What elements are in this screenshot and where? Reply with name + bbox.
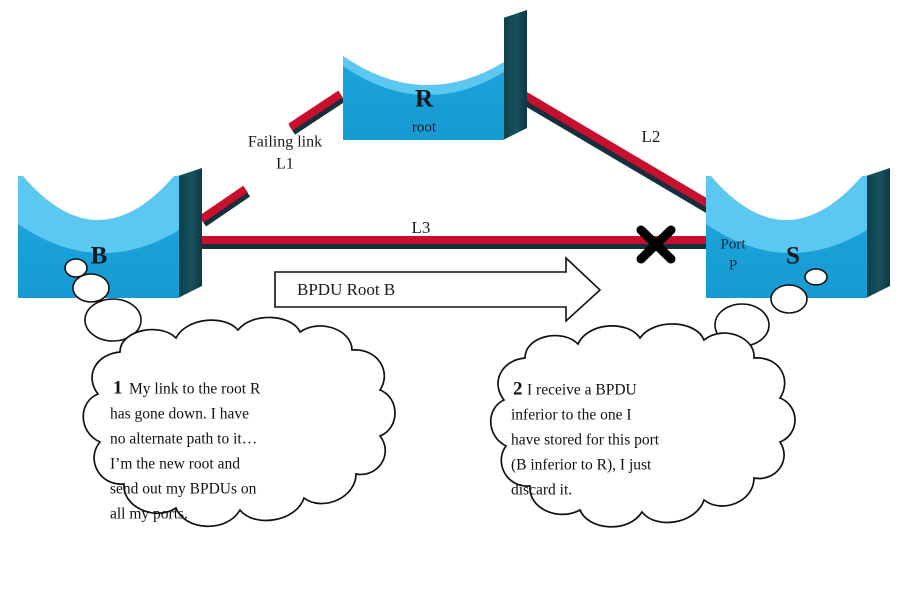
thought-cloud-B [82, 316, 396, 528]
bubble-S-line-3: have stored for this port [511, 432, 660, 449]
bpdu-arrow: BPDU Root B [274, 256, 602, 323]
bubble-S-line-4: (B inferior to R), I just [511, 457, 652, 474]
bubble-B-line-2: has gone down. I have [110, 406, 249, 423]
thought-tail-small-3-B [84, 298, 142, 342]
switch-R-subtitle: root [412, 119, 437, 135]
switch-R[interactable]: R root [343, 6, 527, 140]
switch-S-port-label-line2: P [729, 257, 737, 273]
bubble-S-number: 2 [513, 378, 523, 399]
bubble-B-line-3: no alternate path to it… [110, 431, 257, 448]
link-L3 [196, 236, 721, 249]
bubble-B-line-4: I’m the new root and [110, 456, 240, 473]
link-L1 [199, 90, 346, 227]
switch-S-name: S [786, 243, 800, 270]
link-L2 [509, 85, 727, 221]
thought-cloud-S [489, 323, 796, 528]
bubble-B-line-1: My link to the root R [129, 381, 261, 398]
thought-tail-small-1-B [64, 258, 88, 278]
link-L2-label: L2 [642, 127, 661, 146]
failing-link-label-line1: Failing link [248, 134, 322, 151]
switch-S-side-face [866, 168, 890, 298]
bpdu-arrow-label: BPDU Root B [297, 280, 395, 299]
thought-tail-small-2-S [770, 284, 808, 314]
bubble-S-line-2: inferior to the one I [511, 407, 632, 424]
switch-S-port-label-line1: Port [720, 236, 746, 252]
switch-R-side-face [503, 10, 527, 140]
bubble-S-line-5: discard it. [511, 482, 572, 499]
switch-B-side-face [178, 168, 202, 298]
thought-bubble-B: 1 My link to the root R has gone down. I… [64, 258, 396, 528]
link-L2-line [511, 85, 727, 217]
link-L3-label: L3 [412, 218, 431, 237]
switch-B-name: B [91, 243, 108, 270]
switch-B[interactable]: B [18, 164, 202, 298]
switch-B-top-crescent [18, 176, 179, 254]
link-L1-segment-upper [288, 90, 343, 131]
failing-link-label-line2: L1 [276, 156, 294, 173]
bubble-B-line-5: send out my BPDUs on [110, 481, 257, 498]
thought-tail-small-2-B [72, 273, 110, 303]
thought-tail-small-1-S [804, 268, 828, 286]
thought-bubble-S: 2 I receive a BPDU inferior to the one I… [489, 268, 828, 528]
switch-S-top-crescent [706, 176, 867, 254]
blocked-port-x-mark [636, 225, 676, 264]
switch-R-scoop [343, 18, 504, 65]
bubble-S-line-1: I receive a BPDU [527, 382, 637, 399]
link-L1-segment-lower [199, 185, 248, 223]
thought-bubble-S-text: 2 I receive a BPDU inferior to the one I… [511, 378, 660, 498]
link-L3-line [196, 236, 721, 244]
switch-R-name: R [415, 86, 434, 113]
bpdu-arrow-shape [274, 256, 602, 323]
switch-S[interactable]: Port P S [706, 164, 890, 298]
thought-bubble-B-text: 1 My link to the root R has gone down. I… [110, 377, 261, 522]
bubble-B-number: 1 [113, 377, 123, 398]
bubble-B-line-6: all my ports. [110, 506, 188, 523]
